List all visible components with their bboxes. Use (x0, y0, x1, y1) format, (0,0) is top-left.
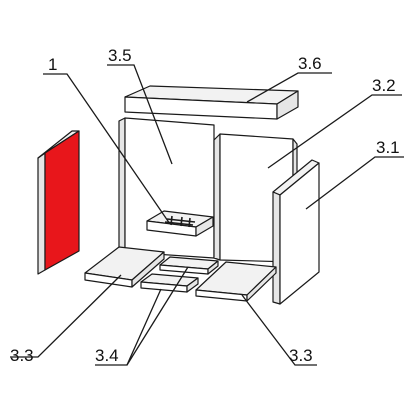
part-3-5-rear-left-panel (118, 117, 215, 259)
leader-part-1 (43, 73, 171, 225)
leader-part-3-4-b (126, 266, 189, 366)
callout-1: 1 (48, 55, 57, 74)
callout-3-2: 3.2 (372, 76, 396, 95)
part-3-1-right-side-panel (272, 159, 320, 305)
leader-part-3-2 (267, 94, 402, 169)
leader-lines (10, 64, 404, 366)
leader-part-3-5 (107, 64, 173, 165)
callout-3-4: 3.4 (95, 346, 119, 365)
part-3-6-top-slab (124, 85, 299, 120)
part-3-4-center-floor-tiles (140, 256, 219, 293)
callout-3-5: 3.5 (108, 46, 132, 65)
leader-part-3-1 (305, 156, 404, 210)
callout-3-3-right: 3.3 (289, 346, 313, 365)
callout-3-6: 3.6 (298, 54, 322, 73)
leader-part-3-3-left (10, 274, 122, 358)
callout-3-3-left: 3.3 (10, 346, 34, 365)
part-3-3-right-floor-tile (195, 261, 277, 302)
part-3-3-left-floor-tile (84, 246, 165, 288)
leader-part-3-3-right (241, 294, 317, 366)
part-1-highlighted-panel (37, 130, 80, 275)
callout-3-1: 3.1 (376, 138, 400, 157)
leader-part-3-6 (246, 72, 332, 103)
